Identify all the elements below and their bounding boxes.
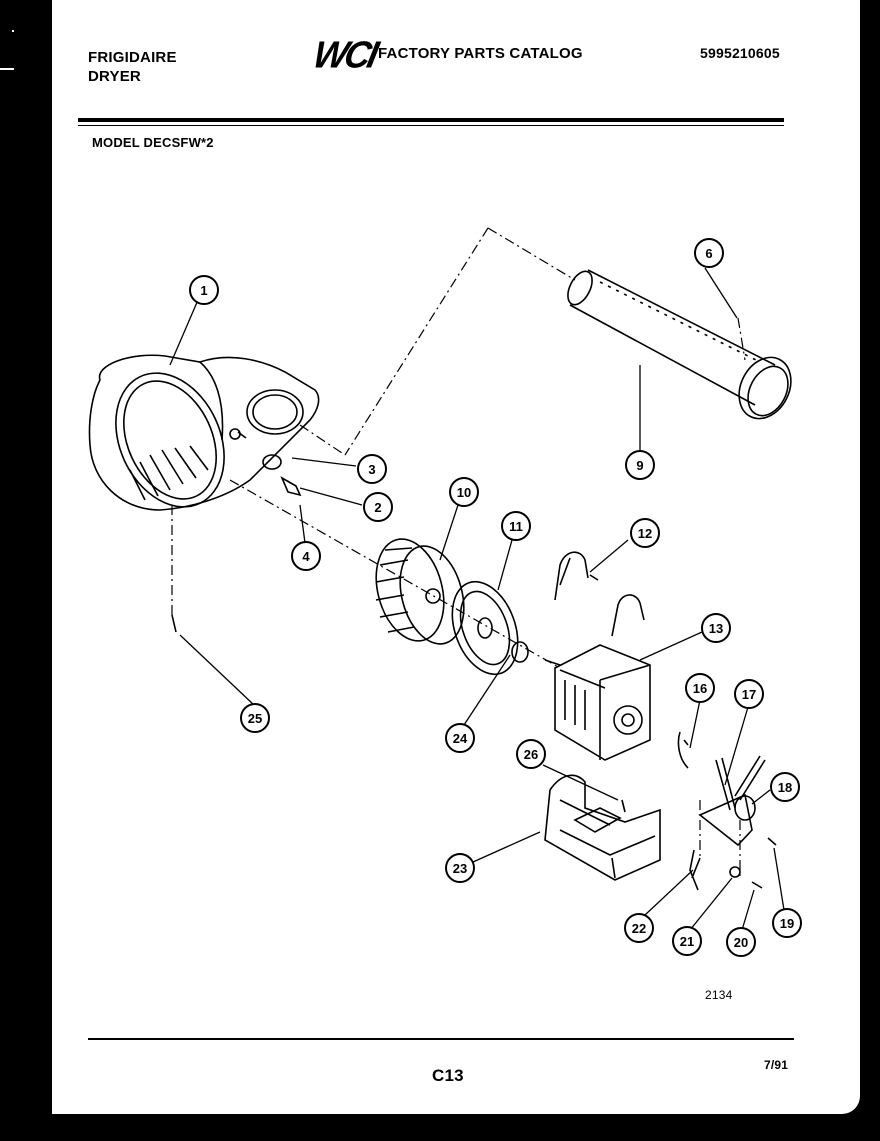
callout-3: 3 [357,454,387,484]
exploded-parts-diagram: 1 2 3 4 6 9 10 11 12 13 16 17 18 19 20 2… [88,227,802,957]
callout-6: 6 [694,238,724,268]
callout-26: 26 [516,739,546,769]
callout-21: 21 [672,926,702,956]
screw-drawing [621,799,626,813]
callout-label: 26 [524,747,538,762]
header-rule [78,118,784,122]
callout-label: 12 [638,526,652,541]
callout-20: 20 [726,927,756,957]
header-rule-thin [78,125,784,126]
callout-23: 23 [445,853,475,883]
idler-assembly-drawing [689,755,777,891]
footer-rule [88,1038,794,1040]
motor-drawing [544,644,651,761]
callout-24: 24 [445,723,475,753]
callout-19: 19 [772,908,802,938]
callout-label: 17 [742,687,756,702]
exhaust-duct-drawing [567,269,792,420]
screw-drawing [171,614,177,633]
brand-name: FRIGIDAIRE [88,49,177,66]
page-number: C13 [432,1066,464,1085]
spring-drawing [677,731,689,769]
product-type: DRYER [88,68,141,85]
callout-18: 18 [770,772,800,802]
small-parts-drawing [229,428,302,497]
callout-10: 10 [449,477,479,507]
callout-label: 16 [693,681,707,696]
callout-label: 22 [632,921,646,936]
motor-clips-drawing [554,551,645,637]
callout-label: 21 [680,934,694,949]
model-label: MODEL DECSFW*2 [92,135,214,150]
brand-block: FRIGIDAIRE DRYER [88,48,177,86]
callout-label: 19 [780,916,794,931]
callout-label: 18 [778,780,792,795]
callout-label: 20 [734,935,748,950]
callout-2: 2 [363,492,393,522]
callout-11: 11 [501,511,531,541]
callout-label: 6 [705,246,712,261]
callout-label: 9 [636,458,643,473]
print-date: 7/91 [764,1058,789,1072]
callout-12: 12 [630,518,660,548]
pulley-drawing [451,580,529,676]
figure-number: 2134 [705,988,733,1002]
catalog-title: FACTORY PARTS CATALOG [378,45,583,62]
callout-label: 13 [709,621,723,636]
blower-housing-drawing [88,354,320,511]
catalog-part-number: 5995210605 [700,45,780,61]
callout-label: 3 [368,462,375,477]
callout-25: 25 [240,703,270,733]
callout-label: 1 [200,283,207,298]
callout-17: 17 [734,679,764,709]
callout-label: 25 [248,711,262,726]
callout-label: 10 [457,485,471,500]
callout-label: 24 [453,731,468,746]
edge-mark [12,30,14,32]
callout-label: 2 [374,500,381,515]
edge-mark [0,68,14,70]
callout-9: 9 [625,450,655,480]
callout-label: 11 [509,519,523,534]
callout-16: 16 [685,673,715,703]
callout-1: 1 [189,275,219,305]
callout-22: 22 [624,913,654,943]
callout-label: 4 [302,549,310,564]
callout-13: 13 [701,613,731,643]
motor-mount-drawing [544,774,661,881]
callout-label: 23 [453,861,467,876]
callout-4: 4 [291,541,321,571]
catalog-sheet: FRIGIDAIRE DRYER WCI FACTORY PARTS CATAL… [52,0,860,1114]
